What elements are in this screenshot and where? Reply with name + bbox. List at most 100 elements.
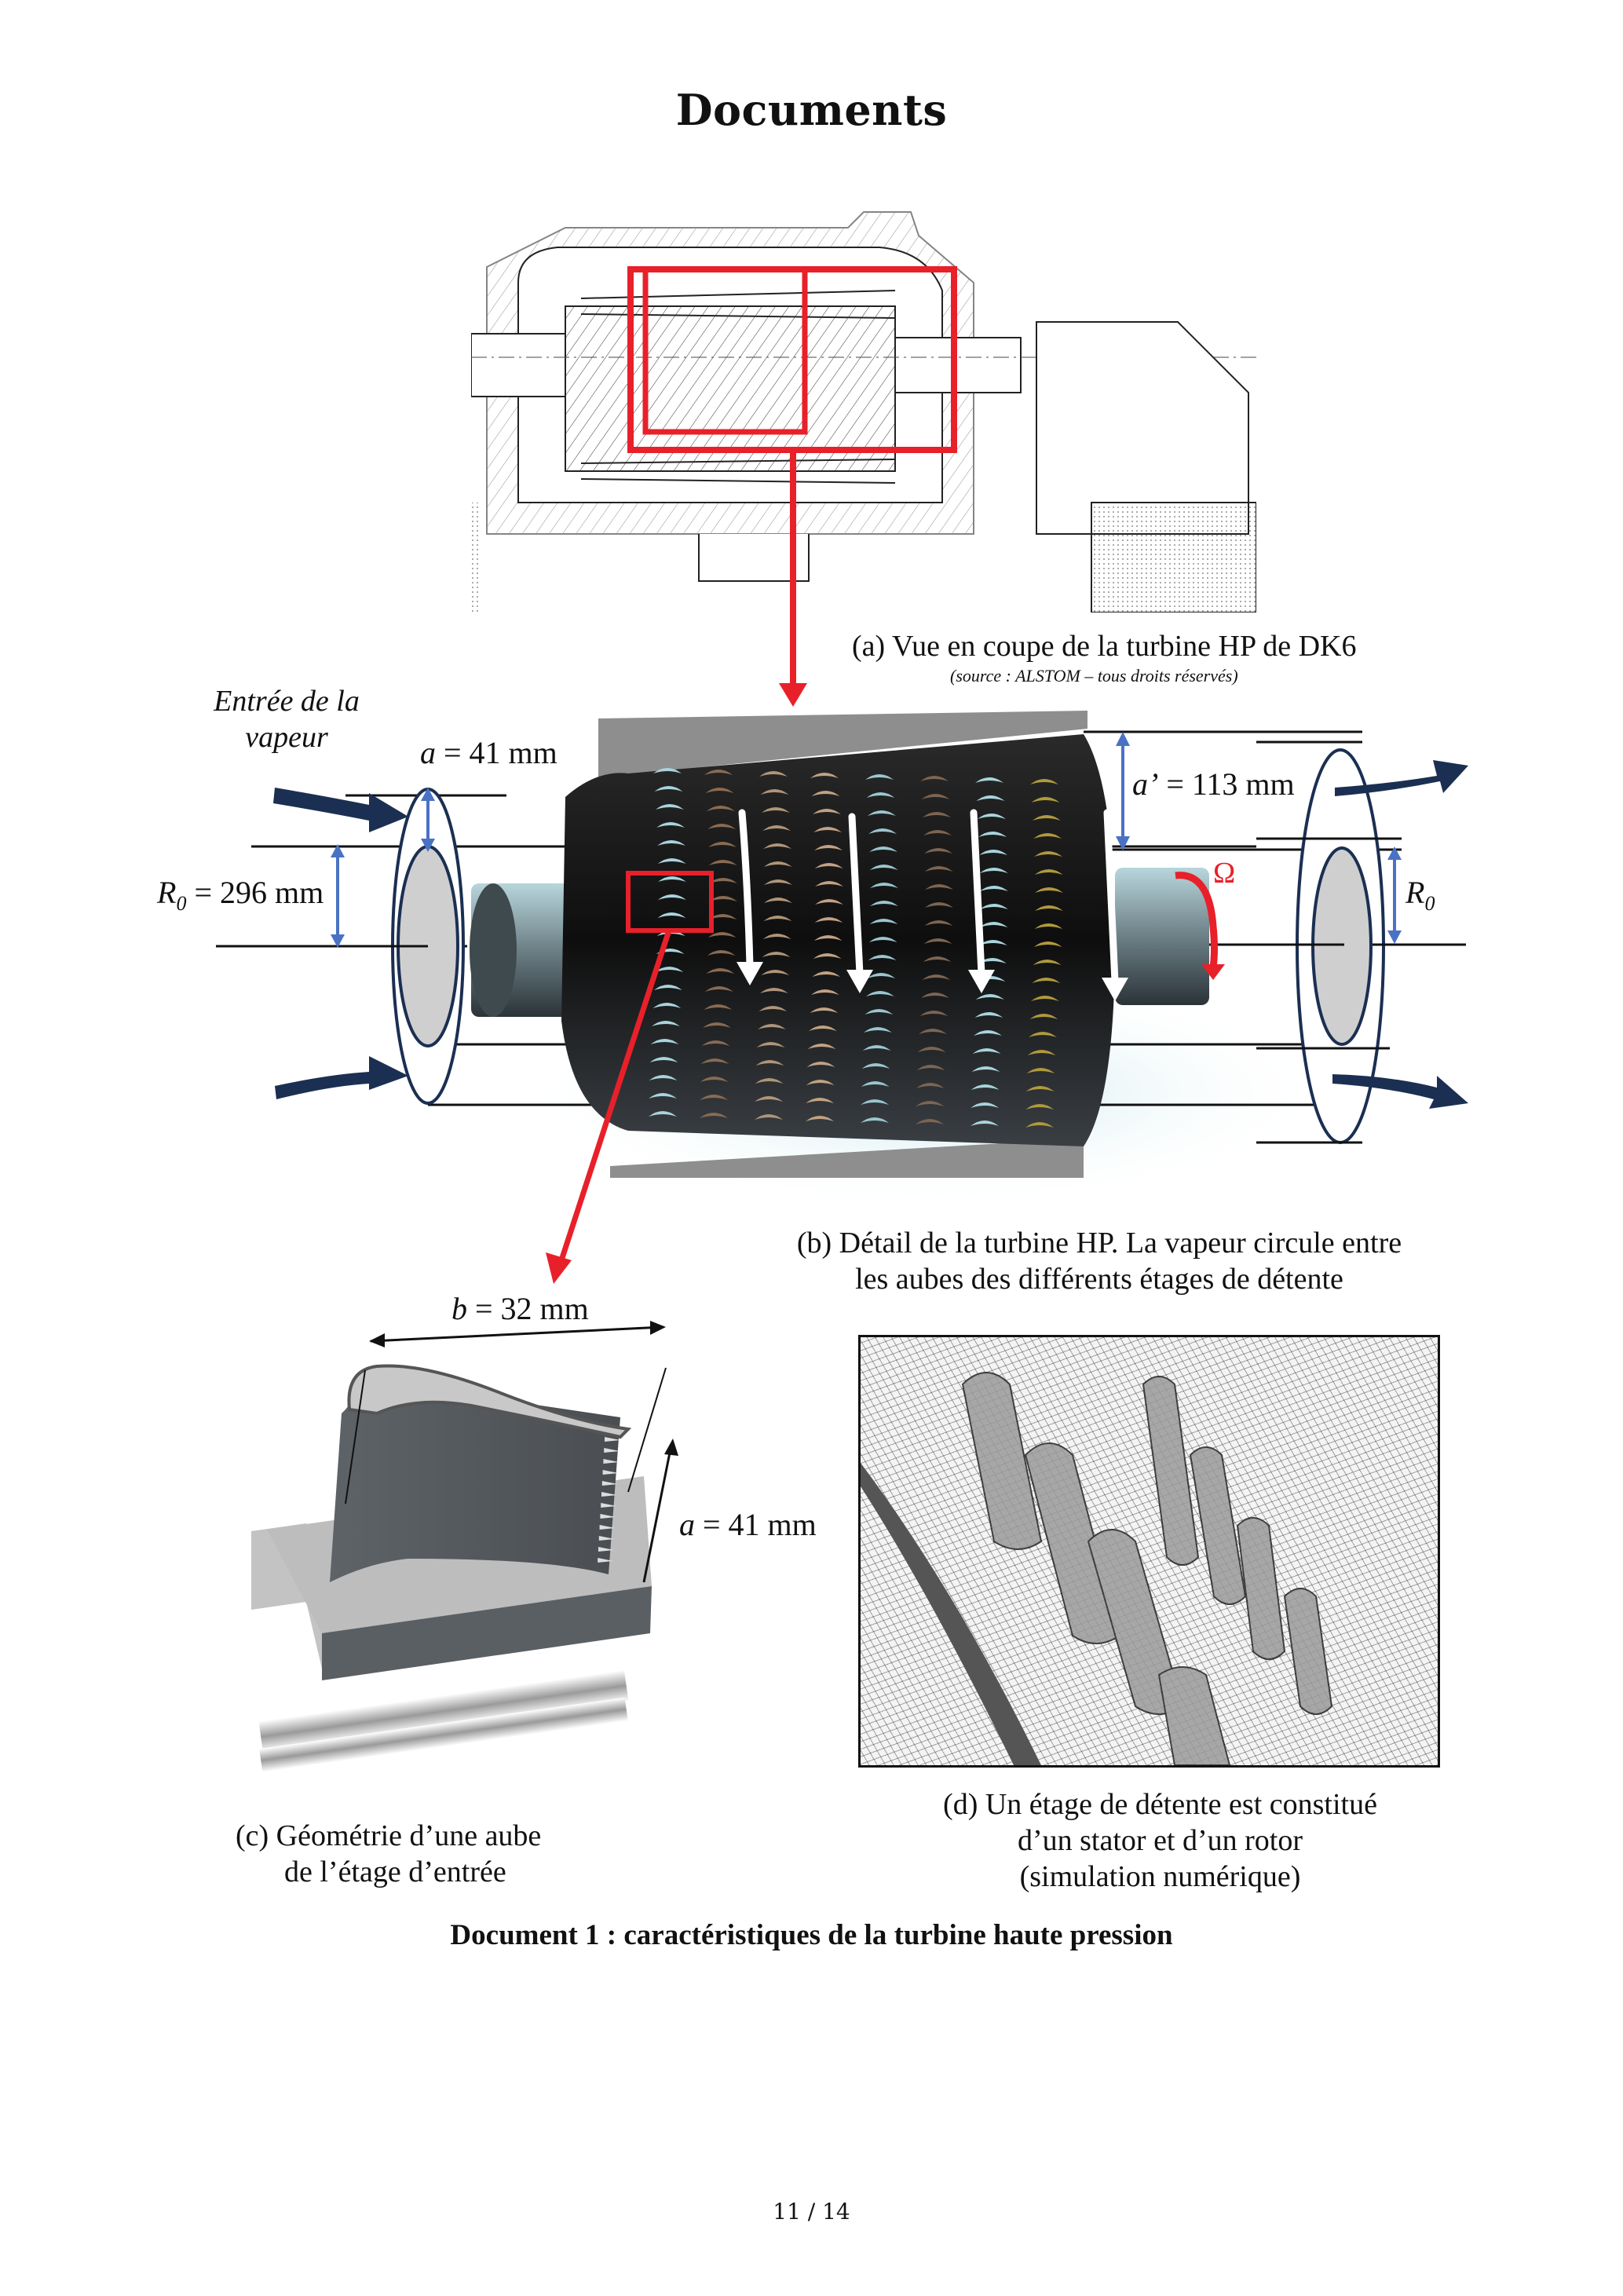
rotor-blade <box>806 1116 835 1121</box>
rotor-blade <box>810 989 839 995</box>
rotor-blade <box>924 884 953 890</box>
rotor-blade <box>813 935 843 941</box>
rotor-blade <box>700 1113 729 1118</box>
steam-outlet-arrow-top <box>1335 760 1468 796</box>
rotor-blade <box>869 901 898 906</box>
rotor-blade <box>806 1062 835 1067</box>
rotor-blade <box>708 860 737 865</box>
rotor-blade <box>1026 1068 1055 1073</box>
rotor-blade <box>763 898 792 903</box>
rotor-blade <box>975 777 1003 783</box>
rotor-blade <box>972 1048 1001 1054</box>
rotor-blade <box>978 832 1007 837</box>
rotor-blade <box>700 1077 729 1082</box>
dimension-arrows <box>331 732 1402 948</box>
rotor-blade <box>654 786 683 792</box>
cooling-slot <box>602 1470 619 1475</box>
arrowhead-icon <box>369 1333 385 1347</box>
rotor-blade <box>762 825 791 831</box>
rotor-blade <box>920 993 949 998</box>
rotor-blade <box>1027 1050 1056 1055</box>
cooling-slot <box>598 1536 615 1541</box>
rotor-blade <box>704 770 733 775</box>
arrowhead-icon <box>1201 964 1225 980</box>
stator-wedge-bottom <box>610 1139 1084 1178</box>
highlight-box-b <box>626 871 714 933</box>
rotor-blade <box>704 1004 733 1010</box>
rotor-blade <box>971 1084 1000 1090</box>
rotor-blade <box>1034 905 1063 911</box>
rotor-blade <box>973 1030 1002 1036</box>
rotor-blade <box>814 845 843 850</box>
figure-a-caption: (a) Vue en coupe de la turbine HP de DK6 <box>852 630 1357 663</box>
steam-inlet-arrow-top <box>273 788 408 832</box>
flow-arrows <box>738 809 1119 985</box>
figure-b-caption: (b) Détail de la turbine HP. La vapeur c… <box>796 1227 1402 1296</box>
stator-wedge-top <box>598 711 1087 777</box>
rotor-blade <box>707 950 736 956</box>
rotor-blade <box>1034 869 1063 875</box>
dimension-r0-label: R0 = 296 mm <box>157 875 324 915</box>
rotor-blade <box>700 1095 729 1100</box>
rotor-blade <box>869 883 898 888</box>
rotor-blade <box>1025 1122 1055 1128</box>
outlet-hub-ellipse <box>1311 846 1373 1046</box>
rotor-blade <box>1025 1104 1055 1110</box>
rotor-blade <box>1025 1086 1055 1091</box>
rotor-blade <box>1030 779 1058 784</box>
rotor-blade <box>974 1012 1003 1018</box>
rotor-blade <box>869 919 898 924</box>
rotor-blade <box>814 899 843 905</box>
rotor-blade <box>1033 960 1062 965</box>
rotor-blade <box>865 1009 894 1015</box>
rotor-blade <box>919 1011 949 1016</box>
rotor-blade <box>807 1044 836 1049</box>
rotor-blade <box>808 1026 837 1031</box>
rotor-blade <box>861 1081 890 1087</box>
rotor-blade <box>866 792 895 798</box>
cooling-slot <box>601 1503 617 1508</box>
rotor-blade <box>655 804 684 810</box>
rotor-blade <box>979 922 1008 927</box>
rotor-blade <box>813 827 843 832</box>
rotor-blade <box>812 809 841 814</box>
dimension-r0-outlet-label: R0 <box>1406 875 1435 915</box>
rotor-blade <box>1034 851 1063 857</box>
dimension-a-blade-label: a = 41 mm <box>679 1507 817 1542</box>
rotor-blade <box>757 1024 786 1029</box>
rotor-blade <box>979 904 1008 909</box>
rotor-blade <box>649 1075 678 1080</box>
rotor-blade <box>979 850 1008 855</box>
steam-outlet-arrow-bottom <box>1332 1074 1468 1109</box>
rotor-blade <box>763 843 792 849</box>
rotor-blade <box>810 773 839 778</box>
rotor-blade <box>814 881 843 887</box>
rotor-blade <box>706 968 735 974</box>
rotor-blade <box>868 955 897 960</box>
arrowhead-icon <box>546 1252 572 1284</box>
shaft-right <box>1115 868 1209 1005</box>
rotor-blade <box>813 953 842 959</box>
rotor-blade <box>1029 1014 1058 1019</box>
rotor-blade <box>971 1121 1000 1126</box>
rotor-blade <box>649 1111 678 1117</box>
blade-airfoil <box>330 1384 620 1582</box>
rotor-blade <box>916 1101 945 1106</box>
rotor-blade <box>814 863 843 868</box>
cooling-slot <box>604 1448 620 1453</box>
cooling-slot <box>598 1558 614 1563</box>
rotor-blade <box>924 920 953 926</box>
rotor-blade <box>863 1027 892 1033</box>
cooling-slot <box>598 1547 614 1552</box>
mesh-blades <box>861 1372 1333 1765</box>
rotor-blade <box>657 876 686 882</box>
rotor-blade <box>971 1066 1000 1072</box>
rotor-blade <box>923 956 952 962</box>
rotor-blade <box>1032 815 1061 821</box>
rotor-blade <box>656 822 685 828</box>
rotor-blade <box>922 812 951 817</box>
rotor-blade <box>916 1083 945 1088</box>
rotor-blade <box>650 1039 679 1044</box>
steam-inlet-label: Entrée de la vapeur <box>214 685 360 754</box>
rotor-blade <box>653 768 682 773</box>
